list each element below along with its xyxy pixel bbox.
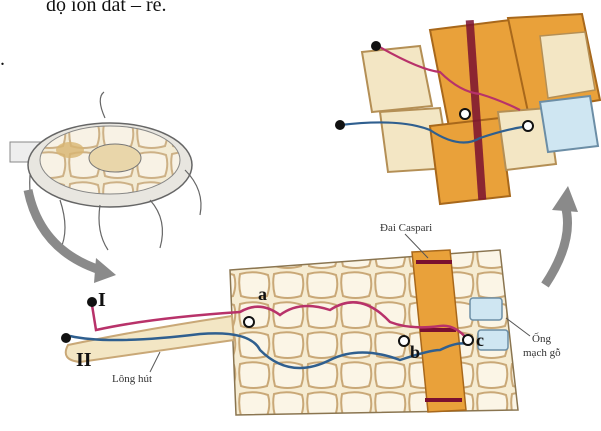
cell-3d-xylem bbox=[540, 96, 598, 152]
marker-3d-b bbox=[460, 109, 470, 119]
marker-I-start bbox=[87, 297, 97, 307]
marker-3d-II bbox=[335, 120, 345, 130]
label-path-I: I bbox=[98, 289, 106, 311]
root-hair-4 bbox=[150, 200, 162, 248]
marker-3d-c bbox=[523, 121, 533, 131]
marker-b bbox=[399, 336, 409, 346]
cell-3d-endo-3 bbox=[430, 118, 510, 204]
label-xylem-1: Ống bbox=[532, 332, 551, 345]
zoom-arrow-right bbox=[545, 205, 568, 285]
label-casparian: Đai Caspari bbox=[380, 222, 432, 234]
root-highlight bbox=[56, 142, 84, 158]
marker-II-start bbox=[61, 333, 71, 343]
label-b: b bbox=[410, 342, 420, 362]
xylem-cell-1 bbox=[470, 298, 502, 320]
label-root-hair: Lông hút bbox=[112, 373, 152, 385]
marker-a bbox=[244, 317, 254, 327]
root-hair-3 bbox=[99, 205, 108, 250]
label-a: a bbox=[258, 284, 267, 304]
cortex-tissue bbox=[230, 250, 518, 415]
marker-c bbox=[463, 335, 473, 345]
zoom-arrow-right-head bbox=[552, 186, 578, 212]
marker-3d-I bbox=[371, 41, 381, 51]
cell-3d-endo-inner bbox=[540, 32, 595, 98]
label-c: c bbox=[476, 330, 484, 350]
root-stele bbox=[89, 144, 141, 172]
cell-3d-detail bbox=[335, 14, 600, 204]
root-hair-pointer bbox=[150, 352, 160, 372]
label-xylem-2: mạch gỗ bbox=[523, 347, 561, 359]
zoom-arrow-left-head bbox=[94, 258, 116, 283]
tissue-block bbox=[66, 250, 518, 415]
root-hair-6 bbox=[100, 92, 105, 118]
label-path-II: II bbox=[76, 349, 92, 371]
